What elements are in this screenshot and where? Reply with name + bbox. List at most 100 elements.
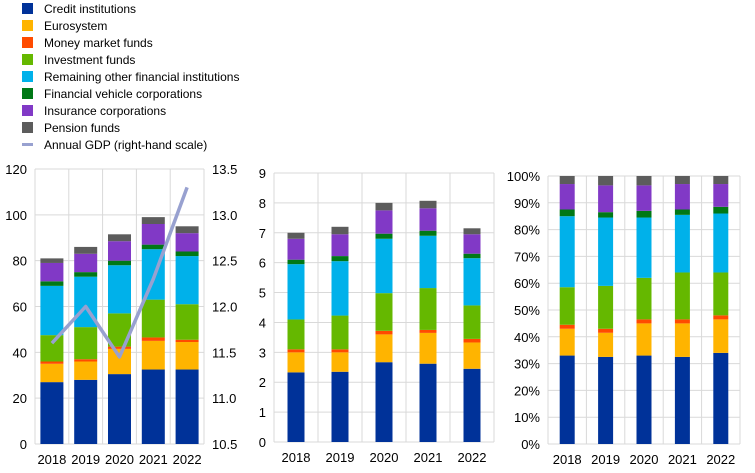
- legend-item: Financial vehicle corporations: [22, 85, 202, 102]
- bar-segment: [674, 184, 690, 210]
- x-tick-label: 2020: [370, 450, 399, 465]
- bar-segment: [375, 334, 393, 363]
- gdp-line: [50, 186, 189, 359]
- bar-segment: [559, 216, 575, 288]
- bar-segment: [141, 340, 165, 370]
- legend-item: Eurosystem: [22, 17, 107, 34]
- bar-segment: [141, 224, 165, 245]
- bar-segment: [636, 323, 652, 356]
- y-tick-label: 4: [259, 315, 266, 330]
- bar-segment: [419, 200, 437, 209]
- y-tick-label: 0%: [521, 437, 540, 452]
- x-tick-label: 2020: [630, 452, 659, 467]
- y-tick-label: 7: [259, 226, 266, 241]
- bar-segment: [331, 226, 349, 235]
- y-tick-label: 9: [259, 166, 266, 181]
- bar-segment: [74, 327, 98, 360]
- y-tick-label: 3: [259, 345, 266, 360]
- legend-label: Credit institutions: [44, 1, 137, 16]
- y2-tick-label: 12.0: [212, 300, 237, 315]
- bar-segment: [463, 228, 481, 235]
- bar-segment: [175, 339, 199, 343]
- bar-segment: [598, 212, 614, 218]
- bar-segment: [419, 288, 437, 330]
- bar-segment: [141, 217, 165, 224]
- bar-segment: [463, 368, 481, 442]
- legend-swatch: [22, 54, 33, 65]
- x-tick-label: 2021: [414, 450, 443, 465]
- bar-segment: [287, 238, 305, 260]
- bar-segment: [175, 251, 199, 257]
- y-tick-label: 8: [259, 196, 266, 211]
- x-tick-label: 2021: [139, 452, 168, 467]
- y-tick-label: 60: [13, 300, 27, 315]
- y-tick-label: 120: [5, 162, 27, 177]
- legend-label: Investment funds: [44, 52, 136, 67]
- legend-label: Financial vehicle corporations: [44, 86, 203, 101]
- y-tick-label: 40: [13, 345, 27, 360]
- bar-segment: [674, 323, 690, 357]
- bar-segment: [419, 235, 437, 289]
- legend-item: Pension funds: [22, 119, 120, 136]
- x-tick-label: 2020: [105, 452, 134, 467]
- bar-segment: [598, 328, 614, 333]
- bar-segment: [636, 355, 652, 444]
- bar-segment: [463, 338, 481, 343]
- bar-segment: [108, 234, 131, 242]
- bar-segment: [331, 315, 349, 350]
- bar-segment: [463, 253, 481, 259]
- x-tick-label: 2018: [553, 452, 582, 467]
- bar-segment: [331, 352, 349, 372]
- bar-segment: [287, 259, 305, 265]
- bar-segment: [108, 265, 131, 314]
- bar-segment: [287, 264, 305, 320]
- bar-segment: [40, 382, 64, 444]
- y-tick-label: 1: [259, 405, 266, 420]
- bar-segment: [598, 217, 614, 286]
- legend-swatch: [22, 105, 33, 116]
- bar-segment: [40, 363, 64, 383]
- bar-segment: [674, 214, 690, 273]
- y-tick-label: 100%: [507, 169, 541, 184]
- bar-segment: [108, 374, 131, 444]
- legend-item: Annual GDP (right-hand scale): [22, 136, 207, 153]
- bar-segment: [713, 176, 729, 185]
- bar-segment: [141, 369, 165, 444]
- bar-segment: [375, 293, 393, 331]
- bar-segment: [713, 213, 729, 273]
- bar-segment: [559, 355, 575, 444]
- bar-segment: [141, 299, 165, 338]
- legend-swatch: [22, 20, 33, 31]
- legend-item: Insurance corporations: [22, 102, 166, 119]
- bar-segment: [598, 176, 614, 186]
- legend-label: Insurance corporations: [44, 103, 167, 118]
- bar-segment: [559, 176, 575, 185]
- legend-item: Credit institutions: [22, 0, 136, 17]
- bar-segment: [674, 356, 690, 444]
- bar-segment: [375, 233, 393, 239]
- bar-segment: [108, 348, 131, 375]
- bar-segment: [331, 349, 349, 353]
- bar-segment: [419, 332, 437, 364]
- y2-tick-label: 10.5: [212, 437, 237, 452]
- x-tick-label: 2019: [71, 452, 100, 467]
- y2-tick-label: 12.5: [212, 254, 237, 269]
- bar-segment: [287, 349, 305, 353]
- bar-segment: [598, 356, 614, 444]
- legend-item: Money market funds: [22, 34, 153, 51]
- bar-segment: [419, 329, 437, 333]
- bar-segment: [463, 234, 481, 254]
- bar-segment: [419, 208, 437, 231]
- bar-segment: [463, 342, 481, 369]
- y-tick-label: 0: [20, 437, 27, 452]
- y-tick-label: 2: [259, 375, 266, 390]
- bar-segment: [175, 256, 199, 305]
- bar-segment: [287, 352, 305, 373]
- y-tick-label: 40%: [514, 330, 540, 345]
- bar-segment: [141, 337, 165, 341]
- y-tick-label: 20: [13, 391, 27, 406]
- bar-segment: [713, 272, 729, 316]
- bar-segment: [40, 361, 64, 364]
